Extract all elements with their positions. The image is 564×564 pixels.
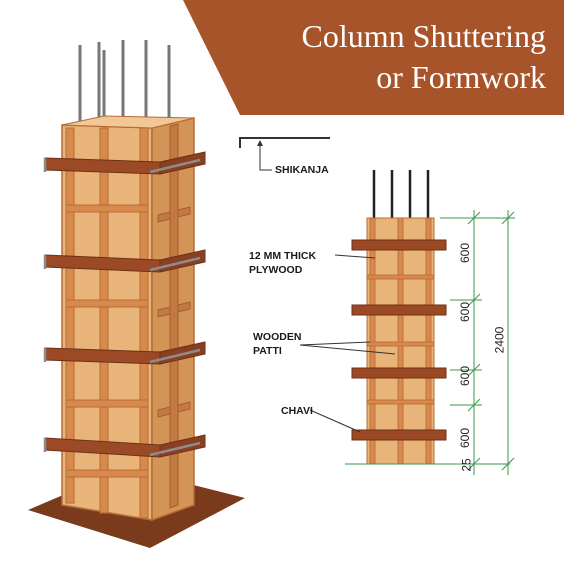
dimension-lines xyxy=(440,210,515,475)
title-line-2: or Formwork xyxy=(376,59,546,95)
dimension-segment-3: 600 xyxy=(458,365,473,387)
dimension-segment-2: 600 xyxy=(458,301,473,323)
dimension-segment-4: 600 xyxy=(458,427,473,449)
label-shikanja: SHIKANJA xyxy=(275,164,329,176)
label-patti-line-1: WOODEN xyxy=(253,331,302,343)
leader-lines xyxy=(299,254,396,433)
rebars-elevation xyxy=(372,170,430,218)
label-plywood-line-2: PLYWOOD xyxy=(249,264,303,276)
dimension-segment-1: 600 xyxy=(458,242,473,264)
title-banner xyxy=(183,0,564,115)
elevation-chavi-clamps xyxy=(351,239,447,441)
top-rim xyxy=(61,115,195,129)
title-line-1: Column Shuttering xyxy=(301,18,546,54)
shikanja-bars-3d xyxy=(43,158,201,457)
elevation-wooden-patti xyxy=(366,274,435,405)
label-plywood-line-1: 12 MM THICK xyxy=(249,250,317,262)
dimension-total: 2400 xyxy=(492,326,507,354)
dimension-segment-base: 25 xyxy=(459,458,474,472)
front-horizontal-battens xyxy=(65,204,149,478)
side-battens xyxy=(157,123,191,509)
label-chavi: CHAVI xyxy=(281,405,313,417)
front-vertical-battens xyxy=(65,127,149,519)
label-patti-line-2: PATTI xyxy=(253,345,282,357)
